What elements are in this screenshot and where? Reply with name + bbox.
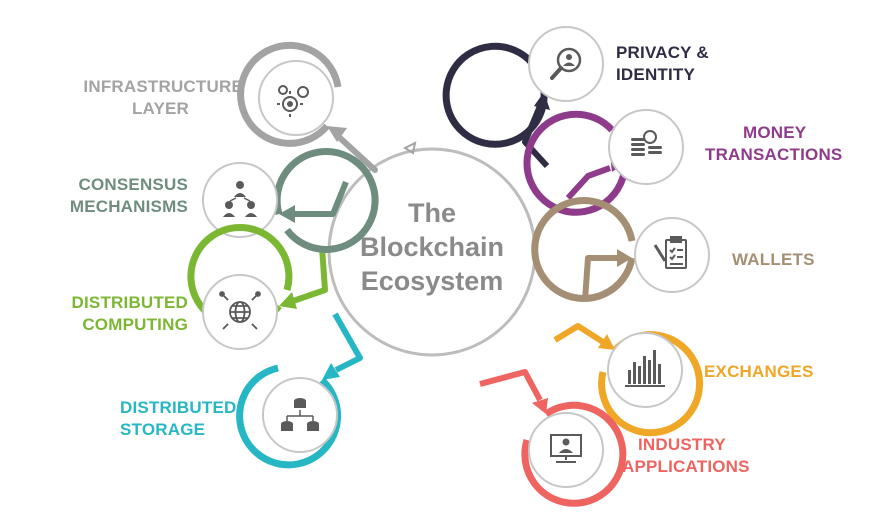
label-infrastructure-line-2: LAYER [131,99,189,118]
label-exchanges-line-1: EXCHANGES [704,362,814,381]
center-title-line-3: Ecosystem [360,266,504,296]
connector-computing [279,246,328,309]
node-consensus [202,147,379,253]
label-privacy: PRIVACY & IDENTITY [616,42,709,86]
gears-icon [277,85,309,117]
label-computing-line-2: COMPUTING [82,315,188,334]
label-wallets: WALLETS [732,249,815,271]
bar-chart-icon [625,350,665,387]
connector-storage [322,312,363,380]
node-computing [187,223,293,350]
label-money-line-2: TRANSACTIONS [705,145,843,164]
label-industry-line-2: APPLICATIONS [622,457,750,476]
label-wallets-line-1: WALLETS [732,250,815,269]
center-title: The Blockchain Ecosystem [356,196,508,298]
node-wallets [531,197,710,302]
label-money: MONEY TRANSACTIONS [705,122,842,166]
label-storage-line-1: DISTRIBUTED [120,398,237,417]
label-privacy-line-1: PRIVACY & [616,43,709,62]
node-industry [521,401,627,507]
label-consensus-line-1: CONSENSUS [78,175,188,194]
magnifier-user-icon [550,47,582,80]
center-title-line-2: Blockchain [359,232,505,262]
center-arrow-icon [402,141,417,155]
label-industry-line-1: INDUSTRY [638,435,726,454]
connector-industry [479,369,548,414]
center-title-line-1: The [407,198,456,228]
connector-infrastructure [327,126,378,173]
label-consensus: CONSENSUS MECHANISMS [70,174,188,218]
label-privacy-line-2: IDENTITY [616,65,696,84]
label-computing-line-1: DISTRIBUTED [71,293,188,312]
node-infrastructure [237,41,342,147]
label-consensus-line-2: MECHANISMS [69,197,188,216]
label-industry: INDUSTRY APPLICATIONS [622,434,750,478]
label-infrastructure: INFRASTRUCTURE LAYER [83,76,243,120]
database-network-icon [281,398,319,431]
globe-network-icon [219,291,261,330]
node-money [523,109,684,216]
monitor-user-icon [550,434,582,463]
people-network-icon [223,181,257,217]
label-computing: DISTRIBUTED COMPUTING [72,292,188,336]
node-privacy [442,26,604,148]
connector-exchanges [553,323,615,350]
label-exchanges: EXCHANGES [704,361,814,383]
label-money-line-1: MONEY [743,123,807,142]
connector-wallets [582,249,632,301]
label-storage-line-2: STORAGE [120,420,206,439]
coins-icon [631,130,662,156]
label-storage: DISTRIBUTED STORAGE [120,397,236,441]
clipboard-pen-icon [653,236,687,269]
connector-consensus [279,180,349,223]
label-infrastructure-line-1: INFRASTRUCTURE [83,77,243,96]
